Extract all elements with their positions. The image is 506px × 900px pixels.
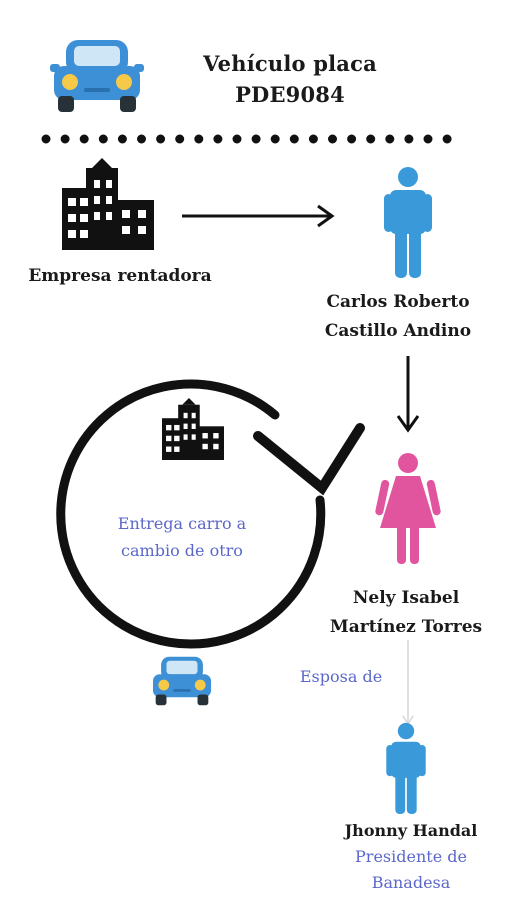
cycle-line-1: Entrega carro a — [117, 514, 247, 533]
dotted-divider — [41, 134, 471, 144]
company-label: Empresa rentadora — [28, 266, 212, 286]
carlos-line-1: Carlos Roberto — [326, 292, 470, 312]
woman-icon — [375, 453, 441, 564]
diagram-title: Vehículo placa PDE9084 — [175, 48, 405, 110]
building-icon — [62, 158, 154, 250]
title-line-1: Vehículo placa — [203, 51, 377, 76]
jhonny-role-line-2: Banadesa — [371, 873, 451, 892]
nely-label: Nely Isabel Martínez Torres — [308, 584, 504, 642]
cycle-label: Entrega carro a cambio de otro — [92, 510, 272, 564]
arrow-right — [182, 204, 335, 228]
relation-connector — [402, 640, 414, 726]
jhonny-role-line-1: Presidente de — [355, 847, 467, 866]
car-icon — [50, 40, 144, 112]
nely-line-1: Nely Isabel — [352, 588, 460, 608]
jhonny-label: Jhonny Handal Presidente de Banadesa — [316, 818, 506, 896]
cycle-line-2: cambio de otro — [121, 541, 243, 560]
man-icon — [386, 722, 426, 814]
arrow-down — [396, 356, 420, 433]
jhonny-name: Jhonny Handal — [344, 821, 478, 840]
nely-line-2: Martínez Torres — [329, 617, 483, 637]
title-line-2: PDE9084 — [235, 82, 345, 107]
relation-label: Esposa de — [299, 667, 383, 686]
car-small-icon — [152, 656, 212, 706]
building-small-icon — [162, 398, 224, 460]
man-icon — [384, 167, 432, 278]
carlos-line-2: Castillo Andino — [324, 321, 472, 341]
exchange-cycle-icon — [56, 379, 365, 649]
carlos-label: Carlos Roberto Castillo Andino — [298, 288, 498, 346]
